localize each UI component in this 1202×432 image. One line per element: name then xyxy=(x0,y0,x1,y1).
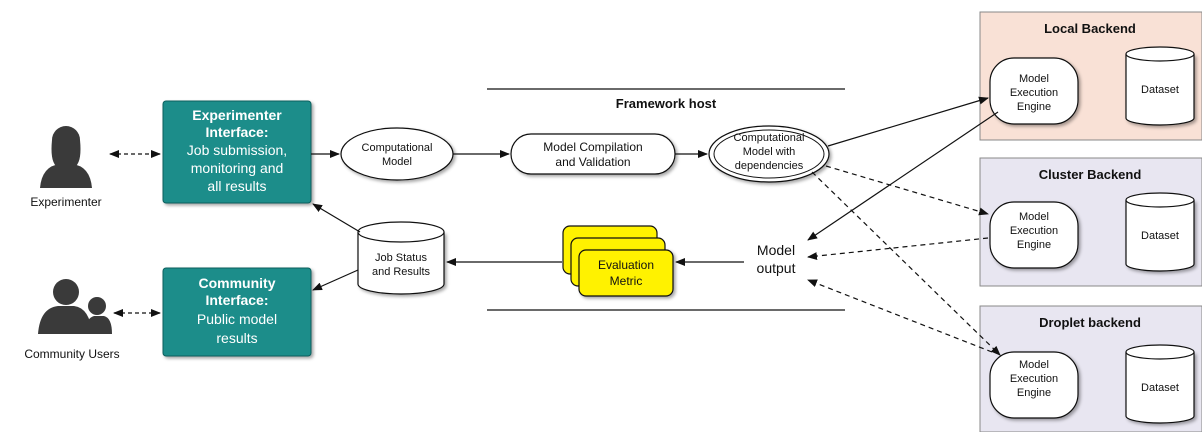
model-deps-line1: Computational xyxy=(734,132,805,144)
evaluation-metric-node: Evaluation Metric xyxy=(562,225,674,297)
model-deps-line2: Model with xyxy=(743,146,796,158)
model-output-line2: output xyxy=(757,260,796,276)
cluster-dataset: Dataset xyxy=(1125,192,1195,272)
engine-label-line3: Engine xyxy=(1017,101,1051,113)
engine-label-line3: Engine xyxy=(1017,387,1051,399)
arrow-job-status-to-experimenter xyxy=(312,203,361,233)
experimenter-person-icon xyxy=(40,126,92,188)
arrow-deps-to-local xyxy=(827,96,989,147)
experimenter-label: Experimenter xyxy=(30,195,101,209)
dataset-label: Dataset xyxy=(1141,382,1179,394)
engine-label-line3: Engine xyxy=(1017,239,1051,251)
droplet-engine: Model Execution Engine xyxy=(989,351,1079,419)
experimenter-interface-title: Experimenter xyxy=(192,107,282,123)
engine-label-line1: Model xyxy=(1019,73,1049,85)
model-compilation-node: Model Compilation and Validation xyxy=(510,133,676,175)
droplet-dataset: Dataset xyxy=(1125,344,1195,424)
local-backend-title: Local Backend xyxy=(1044,21,1136,36)
community-interface-body-1: Public model xyxy=(197,311,277,327)
experimenter-interface-body-2: monitoring and xyxy=(191,160,284,176)
arrow-job-status-to-community xyxy=(312,269,359,291)
model-deps-line3: dependencies xyxy=(735,160,804,172)
dataset-label: Dataset xyxy=(1141,84,1179,96)
experimenter-interface-body-3: all results xyxy=(207,178,266,194)
evaluation-line1: Evaluation xyxy=(598,258,654,272)
local-dataset: Dataset xyxy=(1125,46,1195,126)
experimenter-interface-title-2: Interface: xyxy=(205,124,268,140)
computational-model-line1: Computational xyxy=(362,142,433,154)
engine-label-line2: Execution xyxy=(1010,373,1058,385)
computational-model-node: Computational Model xyxy=(340,127,454,181)
cluster-engine: Model Execution Engine xyxy=(989,201,1079,269)
model-dependencies-node: Computational Model with dependencies xyxy=(708,125,830,183)
community-interface-title-2: Interface: xyxy=(205,292,268,308)
model-output-line1: Model xyxy=(757,242,795,258)
community-users-icon xyxy=(38,279,112,334)
experimenter-interface-body-1: Job submission, xyxy=(187,142,287,158)
engine-label-line1: Model xyxy=(1019,359,1049,371)
cluster-backend-title: Cluster Backend xyxy=(1039,167,1142,182)
model-compilation-line2: and Validation xyxy=(555,155,630,169)
engine-label-line1: Model xyxy=(1019,211,1049,223)
dataset-label: Dataset xyxy=(1141,230,1179,242)
job-status-line2: and Results xyxy=(372,266,431,278)
droplet-backend-title: Droplet backend xyxy=(1039,315,1141,330)
job-status-node: Job Status and Results xyxy=(357,221,445,295)
engine-label-line2: Execution xyxy=(1010,225,1058,237)
community-interface-body-2: results xyxy=(216,330,257,346)
community-interface-title: Community xyxy=(199,275,276,291)
framework-host-label: Framework host xyxy=(616,96,717,111)
evaluation-line2: Metric xyxy=(610,274,643,288)
arrow-local-to-output xyxy=(807,111,999,241)
community-users-label: Community Users xyxy=(24,347,119,361)
arrow-droplet-to-output xyxy=(807,279,993,353)
arrow-cluster-to-output xyxy=(807,237,989,261)
arrow-deps-to-cluster xyxy=(825,165,989,216)
arrow-deps-to-droplet xyxy=(811,171,1001,356)
model-compilation-line1: Model Compilation xyxy=(543,140,642,154)
computational-model-line2: Model xyxy=(382,156,412,168)
engine-label-line2: Execution xyxy=(1010,87,1058,99)
job-status-line1: Job Status xyxy=(375,252,427,264)
local-engine: Model Execution Engine xyxy=(989,57,1079,125)
community-interface-box: Community Interface: Public model result… xyxy=(162,267,312,357)
experimenter-interface-box: Experimenter Interface: Job submission, … xyxy=(162,100,312,204)
